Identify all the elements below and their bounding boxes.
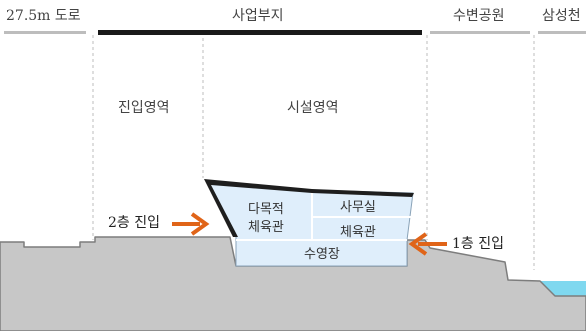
park-zone-bar xyxy=(430,31,530,34)
facility-area-label: 시설영역 xyxy=(287,100,339,116)
gym-label: 체육관 xyxy=(340,225,376,240)
first-floor-entry-label: 1층 진입 xyxy=(452,236,504,252)
site-zone-bar xyxy=(98,30,422,35)
arrow-right-icon xyxy=(172,212,210,236)
multipurpose-gym-line1: 다목적 xyxy=(248,202,284,217)
entry-area-label: 진입영역 xyxy=(118,100,170,116)
site-zone-label: 사업부지 xyxy=(232,8,284,24)
stream-zone-label: 삼성천 xyxy=(542,8,581,24)
pool-label: 수영장 xyxy=(304,247,340,262)
building-roof xyxy=(204,179,414,237)
road-zone-bar xyxy=(4,31,86,34)
park-zone-label: 수변공원 xyxy=(453,8,505,24)
road-zone-label: 27.5m 도로 xyxy=(6,8,81,24)
multipurpose-gym-label: 다목적 체육관 xyxy=(248,201,284,236)
office-label: 사무실 xyxy=(340,200,376,215)
second-floor-entry-label: 2층 진입 xyxy=(108,215,160,231)
multipurpose-gym-line2: 체육관 xyxy=(248,219,284,235)
arrow-left-icon xyxy=(408,232,447,256)
stream-zone-bar xyxy=(538,31,586,34)
